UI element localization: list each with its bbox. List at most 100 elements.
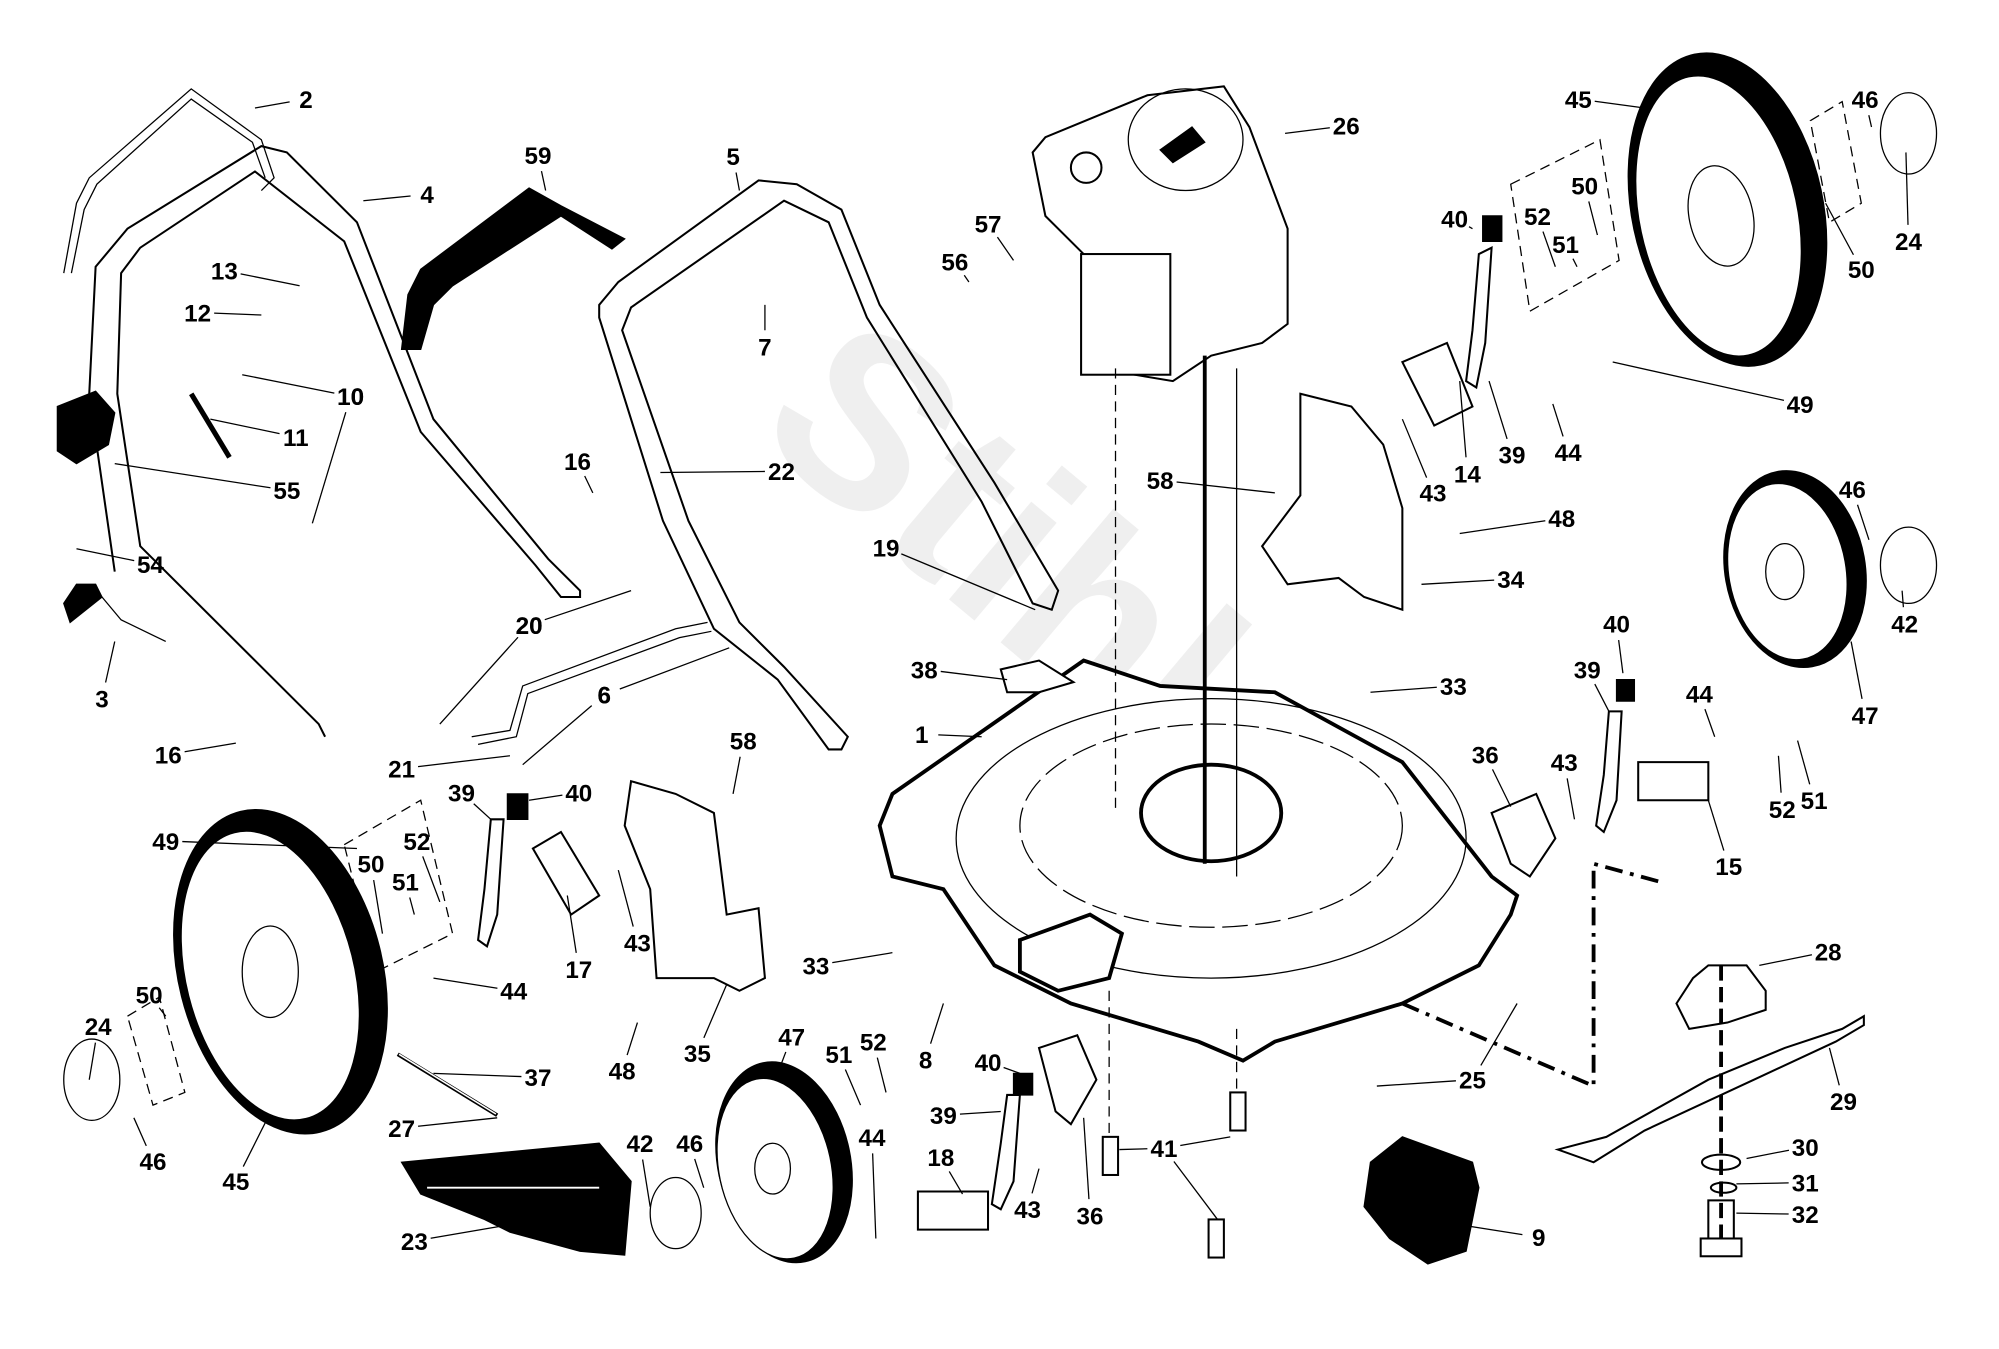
hinge-rod bbox=[396, 1052, 499, 1117]
rear-wheel-left bbox=[173, 809, 388, 1135]
front-bracket bbox=[623, 779, 767, 992]
callout-label-lock-washer: 31 bbox=[1792, 1171, 1819, 1198]
hubcap-left-rear bbox=[63, 1038, 121, 1121]
leader-line bbox=[777, 1051, 787, 1074]
leader-line bbox=[1618, 639, 1624, 674]
leader-line bbox=[641, 1159, 651, 1207]
callout-label-adjuster-knob: 40 bbox=[1603, 612, 1630, 639]
callout-label-handle-bolt: 7 bbox=[758, 335, 771, 362]
leader-line bbox=[1796, 740, 1811, 785]
callout-label-upper-handle: 4 bbox=[420, 182, 434, 209]
engine-bolts bbox=[1101, 990, 1247, 1259]
handle-grip bbox=[400, 187, 626, 350]
callout-label-retaining-ring: 52 bbox=[1769, 797, 1796, 824]
callout-label-nut: 25 bbox=[1459, 1068, 1486, 1095]
callout-label-retaining-ring: 52 bbox=[1524, 204, 1551, 231]
leader-line bbox=[901, 553, 1036, 611]
callout-label-screw: 12 bbox=[184, 300, 211, 327]
deck bbox=[877, 658, 1520, 1063]
leader-line bbox=[522, 705, 593, 766]
callout-label-shoulder-bolt: 44 bbox=[1555, 440, 1582, 467]
leader-line bbox=[929, 1003, 945, 1044]
leader-line bbox=[1491, 769, 1512, 807]
leader-line bbox=[1588, 201, 1599, 236]
callout-label-rear-wheel: 45 bbox=[1565, 87, 1592, 114]
callout-label-wheel-assembly: 49 bbox=[152, 829, 179, 856]
leader-line bbox=[254, 101, 290, 109]
leader-line bbox=[88, 1042, 97, 1080]
blade-bolt-stack bbox=[1699, 965, 1743, 1258]
callout-label-spacer: 43 bbox=[1419, 481, 1446, 508]
cable-guide bbox=[56, 390, 116, 465]
leader-line bbox=[1566, 778, 1576, 820]
leader-line bbox=[210, 418, 280, 435]
callout-label-bearing: 50 bbox=[136, 983, 163, 1010]
leader-line bbox=[626, 1022, 639, 1056]
callout-label-engine: 26 bbox=[1333, 114, 1360, 141]
callout-label-wheel-nut: 46 bbox=[1839, 477, 1866, 504]
leader-line bbox=[876, 1057, 887, 1093]
leader-line bbox=[1401, 418, 1428, 478]
callout-label-rear-flap: 23 bbox=[401, 1229, 428, 1256]
callout-label-washer: 51 bbox=[1552, 232, 1579, 259]
leader-line bbox=[996, 236, 1015, 261]
rope-guide bbox=[63, 583, 167, 643]
callout-label-height-bracket: 14 bbox=[1454, 462, 1481, 489]
callout-label-washer: 30 bbox=[1792, 1135, 1819, 1162]
leader-line bbox=[1370, 686, 1437, 693]
callout-label-height-lever: 39 bbox=[448, 781, 475, 808]
callout-label-blade-adapter: 28 bbox=[1815, 939, 1842, 966]
leader-line bbox=[732, 756, 741, 795]
leader-line bbox=[959, 1110, 1001, 1115]
callout-label-spring: 27 bbox=[388, 1116, 415, 1143]
leader-line bbox=[940, 670, 1008, 681]
leader-line bbox=[1736, 1182, 1789, 1185]
leader-line bbox=[158, 1007, 167, 1017]
leader-line bbox=[844, 1069, 862, 1106]
callout-label-hubcap: 42 bbox=[627, 1131, 654, 1158]
height-lever-right-rear bbox=[1465, 215, 1503, 390]
callout-label-nut: 33 bbox=[1440, 674, 1467, 701]
callout-label-cable-guide: 55 bbox=[273, 478, 300, 505]
height-plate-left bbox=[1037, 1033, 1098, 1126]
callout-label-cable-tie: 22 bbox=[768, 459, 795, 486]
callout-label-adjuster-knob: 40 bbox=[975, 1050, 1002, 1077]
callout-label-washer: 51 bbox=[392, 869, 419, 896]
leader-line bbox=[242, 1117, 269, 1167]
leader-line bbox=[584, 475, 594, 494]
leader-line bbox=[1594, 100, 1645, 109]
leader-line bbox=[1825, 202, 1855, 256]
callout-label-bearing: 50 bbox=[1848, 257, 1875, 284]
leader-line bbox=[1850, 641, 1863, 700]
engine bbox=[1031, 85, 1289, 383]
height-bracket-left-front bbox=[916, 1190, 990, 1231]
leader-line bbox=[409, 897, 415, 915]
leader-line bbox=[373, 879, 384, 934]
leader-line bbox=[1868, 115, 1873, 128]
leader-line bbox=[184, 742, 236, 753]
leader-line bbox=[1284, 127, 1330, 135]
callout-label-shoulder-bolt: 44 bbox=[500, 979, 527, 1006]
lower-handle bbox=[598, 179, 1060, 751]
leader-line bbox=[1542, 231, 1556, 267]
rear-wheel-right bbox=[1627, 52, 1828, 367]
bracket-group-right-rear bbox=[1510, 100, 1863, 313]
callout-label-adjuster-knob: 40 bbox=[1441, 206, 1468, 233]
leader-line bbox=[938, 734, 982, 738]
leader-line bbox=[1704, 708, 1716, 737]
callout-label-wheel-nut: 46 bbox=[676, 1131, 703, 1158]
rear-bracket bbox=[1260, 392, 1404, 612]
height-lever-right-front bbox=[1595, 678, 1636, 834]
hubcap-right-front bbox=[1879, 526, 1938, 605]
leader-line bbox=[363, 195, 411, 202]
callout-label-mulch-plug: 38 bbox=[911, 657, 938, 684]
mulch-plug bbox=[999, 659, 1076, 694]
callout-label-spacer: 43 bbox=[624, 930, 651, 957]
callout-label-handle-knob-nut: 10 bbox=[337, 384, 364, 411]
leader-line bbox=[1901, 590, 1905, 608]
callout-label-rear-wheel: 45 bbox=[222, 1169, 249, 1196]
leader-line bbox=[76, 548, 135, 562]
leader-line bbox=[1905, 152, 1909, 225]
leader-line bbox=[566, 895, 577, 953]
